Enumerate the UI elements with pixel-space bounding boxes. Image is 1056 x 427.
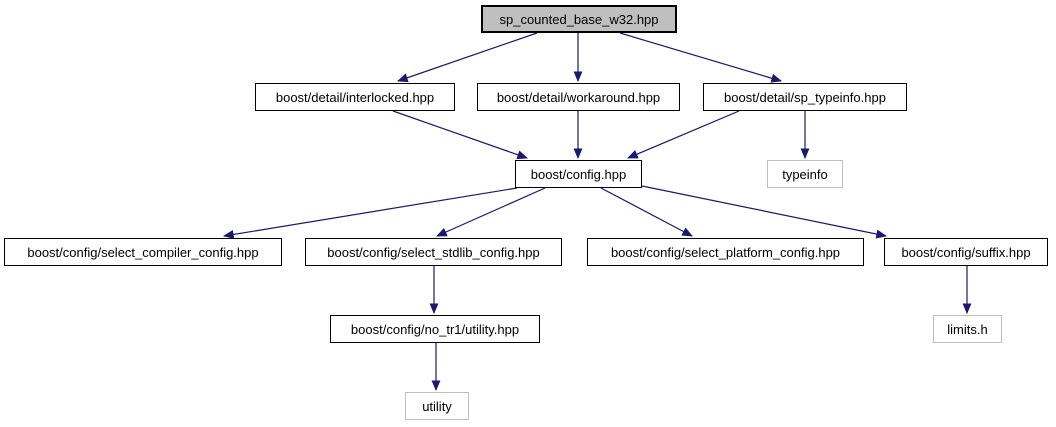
node-limits_h: limits.h [933, 315, 1002, 343]
edge-interlocked-to-config [392, 110, 529, 160]
node-label: boost/detail/workaround.hpp [496, 89, 661, 105]
edge-config-to-select_stdlib_config [436, 187, 546, 237]
node-no_tr1_utility[interactable]: boost/config/no_tr1/utility.hpp [330, 315, 540, 343]
node-workaround[interactable]: boost/detail/workaround.hpp [477, 83, 680, 111]
node-label: boost/config.hpp [530, 166, 627, 182]
node-sp_typeinfo[interactable]: boost/detail/sp_typeinfo.hpp [703, 83, 907, 111]
node-suffix[interactable]: boost/config/suffix.hpp [884, 238, 1048, 266]
node-utility: utility [405, 392, 469, 420]
edge-sp_counted_base_w32-to-interlocked [396, 32, 538, 83]
node-label: boost/detail/interlocked.hpp [275, 89, 435, 105]
node-label: boost/config/suffix.hpp [901, 244, 1031, 260]
node-sp_counted_base_w32: sp_counted_base_w32.hpp [481, 5, 677, 33]
edge-sp_typeinfo-to-config [627, 110, 740, 159]
edge-config-to-select_platform_config [600, 187, 693, 237]
node-typeinfo: typeinfo [767, 160, 843, 188]
node-label: boost/config/no_tr1/utility.hpp [350, 321, 520, 337]
node-config[interactable]: boost/config.hpp [515, 160, 642, 188]
node-interlocked[interactable]: boost/detail/interlocked.hpp [255, 83, 455, 111]
node-label: boost/detail/sp_typeinfo.hpp [724, 89, 886, 105]
node-select_compiler_config[interactable]: boost/config/select_compiler_config.hpp [4, 238, 282, 266]
node-label: sp_counted_base_w32.hpp [499, 11, 659, 27]
node-label: limits.h [947, 321, 988, 337]
node-select_platform_config[interactable]: boost/config/select_platform_config.hpp [587, 238, 864, 266]
node-label: typeinfo [782, 166, 828, 182]
edge-config-to-suffix [641, 185, 888, 239]
node-label: utility [422, 398, 452, 414]
node-label: boost/config/select_stdlib_config.hpp [327, 244, 540, 260]
node-label: boost/config/select_compiler_config.hpp [27, 244, 259, 260]
edge-config-to-select_compiler_config [222, 187, 518, 239]
node-select_stdlib_config[interactable]: boost/config/select_stdlib_config.hpp [305, 238, 562, 266]
edge-sp_counted_base_w32-to-sp_typeinfo [619, 32, 783, 83]
node-label: boost/config/select_platform_config.hpp [610, 244, 841, 260]
